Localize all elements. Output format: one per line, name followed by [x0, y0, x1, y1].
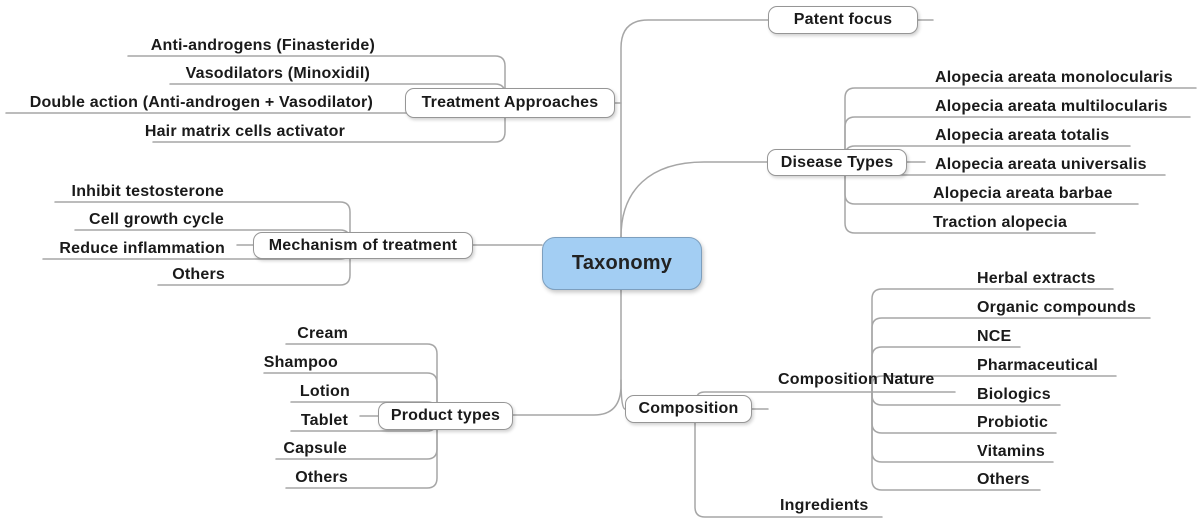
leaf-cell-growth-cycle[interactable]: Cell growth cycle — [89, 211, 224, 228]
leaf-hair-matrix-cells-activator[interactable]: Hair matrix cells activator — [144, 123, 345, 140]
leaf-alopecia-monolocularis[interactable]: Alopecia areata monolocularis — [935, 69, 1173, 86]
leaf-tablet[interactable]: Tablet — [300, 412, 348, 429]
node-composition[interactable]: Composition — [625, 395, 752, 423]
leaf-organic-compounds[interactable]: Organic compounds — [977, 299, 1136, 316]
node-disease-types[interactable]: Disease Types — [767, 149, 907, 176]
leaf-vasodilators[interactable]: Vasodilators (Minoxidil) — [185, 65, 370, 82]
leaf-nce[interactable]: NCE — [977, 328, 1012, 345]
leaf-reduce-inflammation[interactable]: Reduce inflammation — [59, 240, 225, 257]
leaf-vitamins[interactable]: Vitamins — [977, 443, 1045, 460]
trunk-links — [512, 19, 934, 416]
leaf-mechanism-others[interactable]: Others — [172, 266, 225, 283]
node-patent-focus[interactable]: Patent focus — [768, 6, 918, 34]
leaf-double-action[interactable]: Double action (Anti-androgen + Vasodilat… — [29, 94, 373, 111]
leaf-inhibit-testosterone[interactable]: Inhibit testosterone — [71, 183, 224, 200]
leaf-biologics[interactable]: Biologics — [977, 386, 1051, 403]
leaf-probiotic[interactable]: Probiotic — [977, 414, 1049, 431]
leaf-nature-others[interactable]: Others — [977, 471, 1030, 488]
node-ingredients[interactable]: Ingredients — [780, 497, 869, 514]
leaf-capsule[interactable]: Capsule — [283, 440, 347, 457]
node-mechanism-of-treatment[interactable]: Mechanism of treatment — [253, 232, 473, 259]
leaf-anti-androgens[interactable]: Anti-androgens (Finasteride) — [150, 37, 375, 54]
node-product-types[interactable]: Product types — [378, 402, 513, 430]
leaf-product-others[interactable]: Others — [295, 469, 348, 486]
leaf-alopecia-universalis[interactable]: Alopecia areata universalis — [935, 156, 1147, 173]
leaf-alopecia-multilocularis[interactable]: Alopecia areata multilocularis — [935, 98, 1168, 115]
node-composition-nature[interactable]: Composition Nature — [778, 371, 935, 388]
composition-links — [694, 288, 1151, 518]
leaf-shampoo[interactable]: Shampoo — [263, 354, 338, 371]
node-treatment-approaches[interactable]: Treatment Approaches — [405, 88, 615, 118]
leaf-alopecia-totalis[interactable]: Alopecia areata totalis — [935, 127, 1110, 144]
leaf-pharmaceutical[interactable]: Pharmaceutical — [977, 357, 1099, 374]
leaf-cream[interactable]: Cream — [297, 325, 348, 342]
root-node-taxonomy[interactable]: Taxonomy — [542, 237, 702, 290]
leaf-traction-alopecia[interactable]: Traction alopecia — [933, 214, 1068, 231]
leaf-alopecia-barbae[interactable]: Alopecia areata barbae — [933, 185, 1113, 202]
leaf-herbal-extracts[interactable]: Herbal extracts — [977, 270, 1096, 287]
leaf-lotion[interactable]: Lotion — [299, 383, 350, 400]
